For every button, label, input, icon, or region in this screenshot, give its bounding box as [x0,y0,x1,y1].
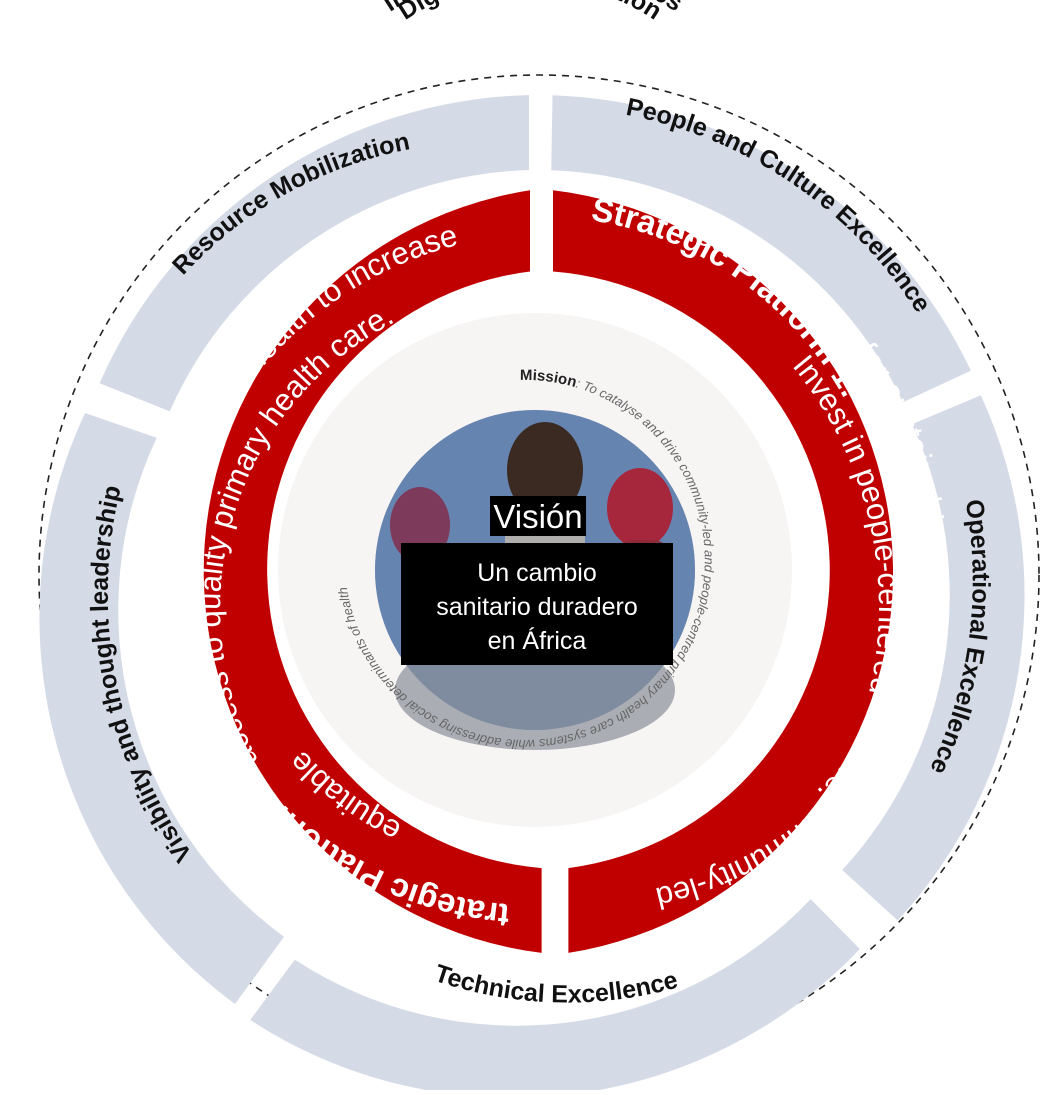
segment-operational[interactable] [842,395,1025,921]
vision-title: Visión [493,498,582,535]
vision-body-bg [401,543,673,665]
segment-ring [39,95,1025,1095]
vision-line-1: Un cambio [477,559,597,587]
segment-label-technical: Technical Excellence [431,959,680,1008]
vision-title-bg [490,496,586,536]
vision-line-2: sanitario duradero [436,593,638,621]
vision-box: Visión Un cambio sanitario duradero en Á… [401,496,673,665]
segment-people[interactable] [551,95,971,403]
platform-ring [203,190,894,953]
segment-resource[interactable] [99,95,529,412]
segment-visibility[interactable] [39,413,284,1004]
platform-1-shape[interactable] [553,190,894,953]
digital-transformation-label: Digital Transformation [393,0,666,25]
vision-line-3: en África [488,626,587,655]
segment-technical[interactable] [250,899,860,1095]
platform-2-shape[interactable] [203,190,542,953]
